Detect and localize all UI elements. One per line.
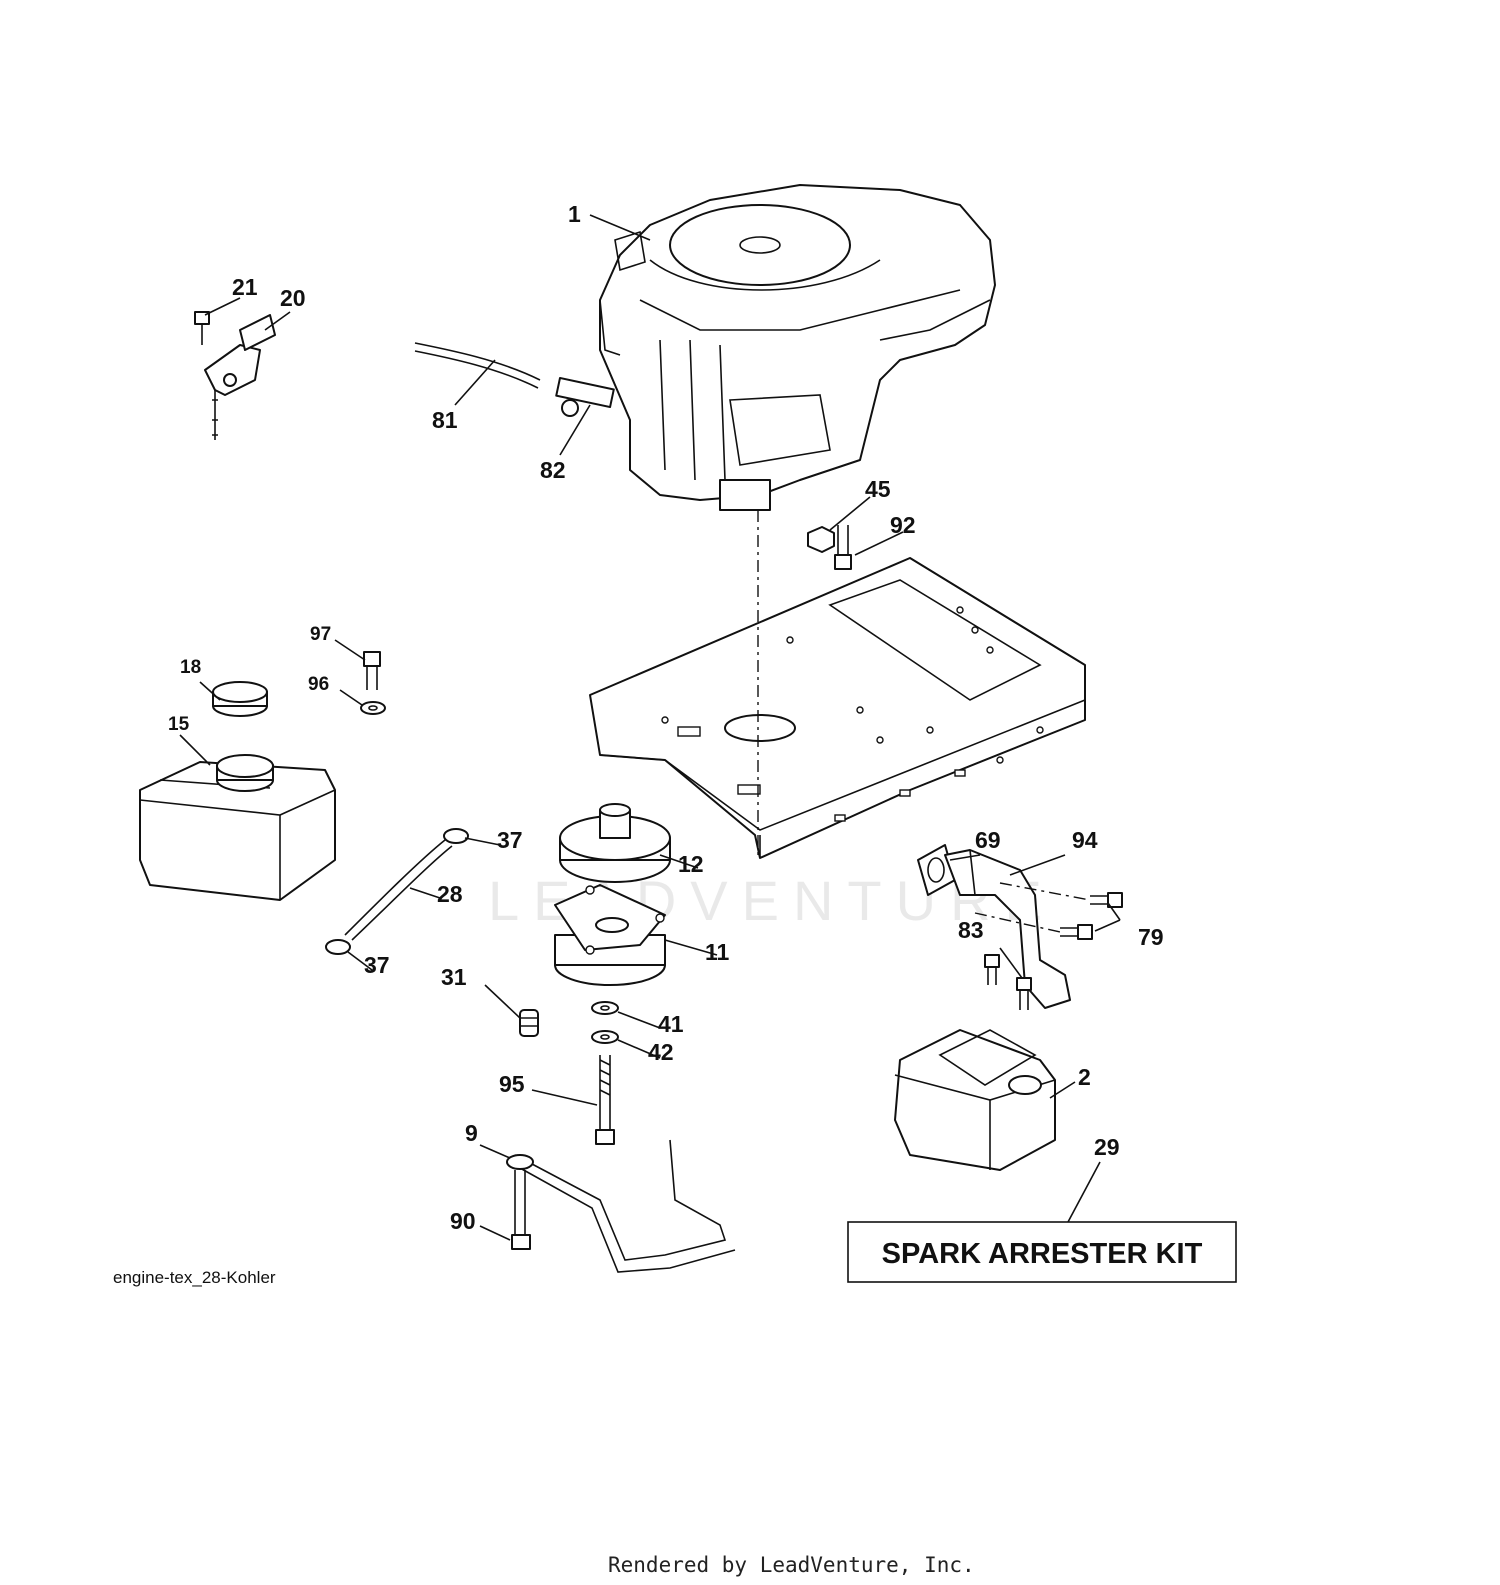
spacer-31 [519, 1009, 539, 1037]
callout-20: 20 [280, 285, 306, 311]
bolt-90 [511, 1170, 531, 1250]
muffler-2 [894, 1029, 1056, 1171]
callout-82: 82 [540, 457, 566, 483]
callout-12: 12 [678, 851, 704, 877]
pto-clutch-11 [554, 884, 666, 986]
callout-69: 69 [975, 827, 1001, 853]
callout-18: 18 [180, 657, 201, 678]
callout-37-bottom: 37 [364, 952, 390, 978]
callout-83: 83 [958, 917, 984, 943]
pulley-12 [559, 803, 671, 883]
washer-41 [591, 1001, 619, 1015]
bolt-97 [363, 651, 381, 690]
bolt-21 [194, 311, 210, 345]
belt-guide-9 [506, 1139, 736, 1273]
callout-31: 31 [441, 964, 467, 990]
fuel-line-28 [344, 839, 453, 941]
chassis-frame [589, 557, 1086, 859]
bolt-83-left [984, 954, 1000, 985]
callout-90: 90 [450, 1208, 476, 1234]
diagram-code: engine-tex_28-Kohler [113, 1268, 276, 1287]
fuel-cap-18 [212, 681, 268, 717]
fuel-line-81 [414, 342, 541, 389]
spark-arrester-kit-label: SPARK ARRESTER KIT [882, 1238, 1203, 1270]
fuel-fitting-82 [555, 377, 615, 417]
callout-97: 97 [310, 624, 331, 645]
footer-credit: Rendered by LeadVenture, Inc. [608, 1553, 975, 1577]
callout-92: 92 [890, 512, 916, 538]
bolt-92 [834, 525, 852, 570]
washer-42 [591, 1030, 619, 1044]
callout-45: 45 [865, 476, 891, 502]
callout-21: 21 [232, 274, 258, 300]
callout-94: 94 [1072, 827, 1098, 853]
throttle-control-20 [204, 314, 276, 440]
spark-arrester-kit-box: SPARK ARRESTER KIT [847, 1221, 1237, 1283]
exhaust-pipe-94 [944, 849, 1071, 1009]
bolt-83-right [1016, 977, 1032, 1010]
callout-96: 96 [308, 674, 329, 695]
callout-15: 15 [168, 714, 190, 735]
callout-1: 1 [568, 201, 581, 227]
leader-lines [179, 214, 1121, 1241]
bolt-95 [595, 1055, 615, 1145]
callout-9: 9 [465, 1120, 478, 1146]
callout-11: 11 [705, 939, 730, 965]
hose-clamp-37-top [443, 828, 469, 844]
callout-79: 79 [1138, 924, 1164, 950]
callout-2: 2 [1078, 1064, 1091, 1090]
washer-96 [360, 701, 386, 715]
exhaust-bolt-centerlines [974, 882, 1091, 933]
hose-clamp-37-bottom [325, 939, 351, 955]
bolt-79-lower [1060, 924, 1093, 940]
callout-37-top: 37 [497, 827, 523, 853]
callout-42: 42 [648, 1039, 674, 1065]
engine-assembly [599, 184, 996, 511]
callout-28: 28 [437, 881, 463, 907]
callout-95: 95 [499, 1071, 525, 1097]
callout-29: 29 [1094, 1134, 1120, 1160]
fuel-tank-15 [139, 754, 336, 901]
bolt-79-upper [1090, 892, 1123, 908]
callout-81: 81 [432, 407, 458, 433]
callout-41: 41 [658, 1011, 684, 1037]
callout-labels: 1 21 20 81 82 45 92 97 96 18 15 37 28 37… [168, 201, 1164, 1234]
nut-45 [807, 526, 835, 553]
